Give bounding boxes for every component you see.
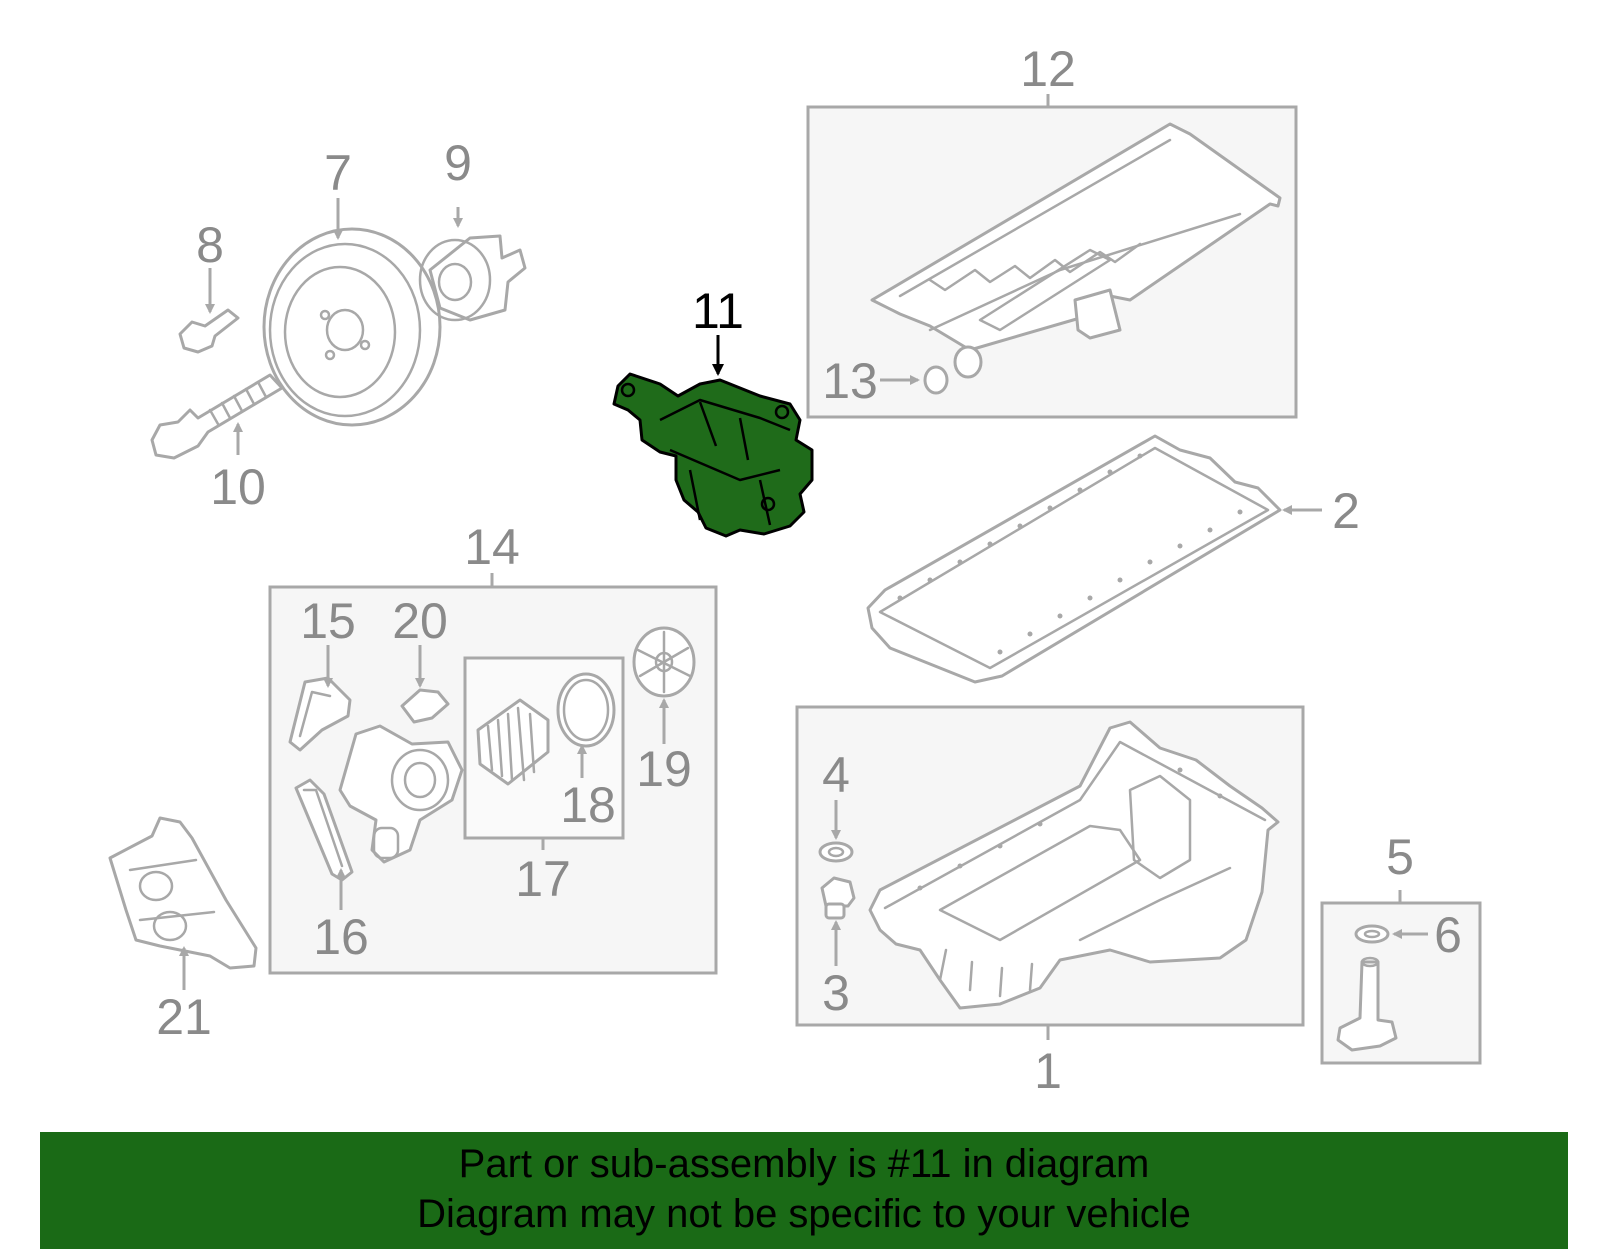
bolt-part-10 xyxy=(150,373,284,460)
seal-ring-part-18 xyxy=(556,672,616,748)
callout-15: 15 xyxy=(300,593,356,649)
callout-9: 9 xyxy=(444,135,472,191)
oil-pan-part-1 xyxy=(868,720,1280,1010)
banner-line-2: Diagram may not be specific to your vehi… xyxy=(417,1192,1191,1236)
info-banner: Part or sub-assembly is #11 in diagram D… xyxy=(40,1132,1568,1249)
hub-part-9 xyxy=(418,234,527,322)
callout-10: 10 xyxy=(210,459,266,515)
callout-6: 6 xyxy=(1434,907,1462,963)
oil-pump-part-11 xyxy=(612,372,814,538)
pulley-part-7 xyxy=(262,227,442,427)
washer-part-4 xyxy=(818,841,854,863)
callout-11: 11 xyxy=(692,283,744,339)
gasket-part-2 xyxy=(866,434,1282,684)
leader-lines xyxy=(179,94,1428,1040)
callout-4: 4 xyxy=(822,747,850,803)
oil-filter-element xyxy=(476,698,550,786)
banner-line-1: Part or sub-assembly is #11 in diagram xyxy=(458,1142,1150,1186)
bracket-part-15 xyxy=(288,676,352,752)
callout-8: 8 xyxy=(196,217,224,273)
cover-part-21 xyxy=(108,816,258,970)
callout-12: 12 xyxy=(1020,41,1076,97)
o-ring-part-13 xyxy=(923,365,949,395)
callout-19: 19 xyxy=(636,741,692,797)
callout-20: 20 xyxy=(392,593,448,649)
bolt-part-8 xyxy=(178,308,240,354)
callout-1: 1 xyxy=(1034,1043,1062,1099)
oil-filter-housing xyxy=(338,724,464,864)
seal-part-6 xyxy=(1354,924,1390,944)
callout-17: 17 xyxy=(515,851,571,907)
drain-plug-part-3 xyxy=(820,876,856,920)
baffle-part-12 xyxy=(870,122,1282,379)
callout-3: 3 xyxy=(822,965,850,1021)
callout-14: 14 xyxy=(464,519,520,575)
gasket-part-16 xyxy=(294,778,354,882)
callout-7: 7 xyxy=(324,145,352,201)
callout-13: 13 xyxy=(822,353,878,409)
callout-2: 2 xyxy=(1332,483,1360,539)
sensor-part-20 xyxy=(400,688,450,724)
level-sensor-part-5 xyxy=(1336,956,1398,1052)
callout-5: 5 xyxy=(1386,829,1414,885)
callout-21: 21 xyxy=(156,989,212,1045)
callout-18: 18 xyxy=(560,777,616,833)
filter-cap-part-19 xyxy=(632,626,696,698)
callout-16: 16 xyxy=(313,909,369,965)
